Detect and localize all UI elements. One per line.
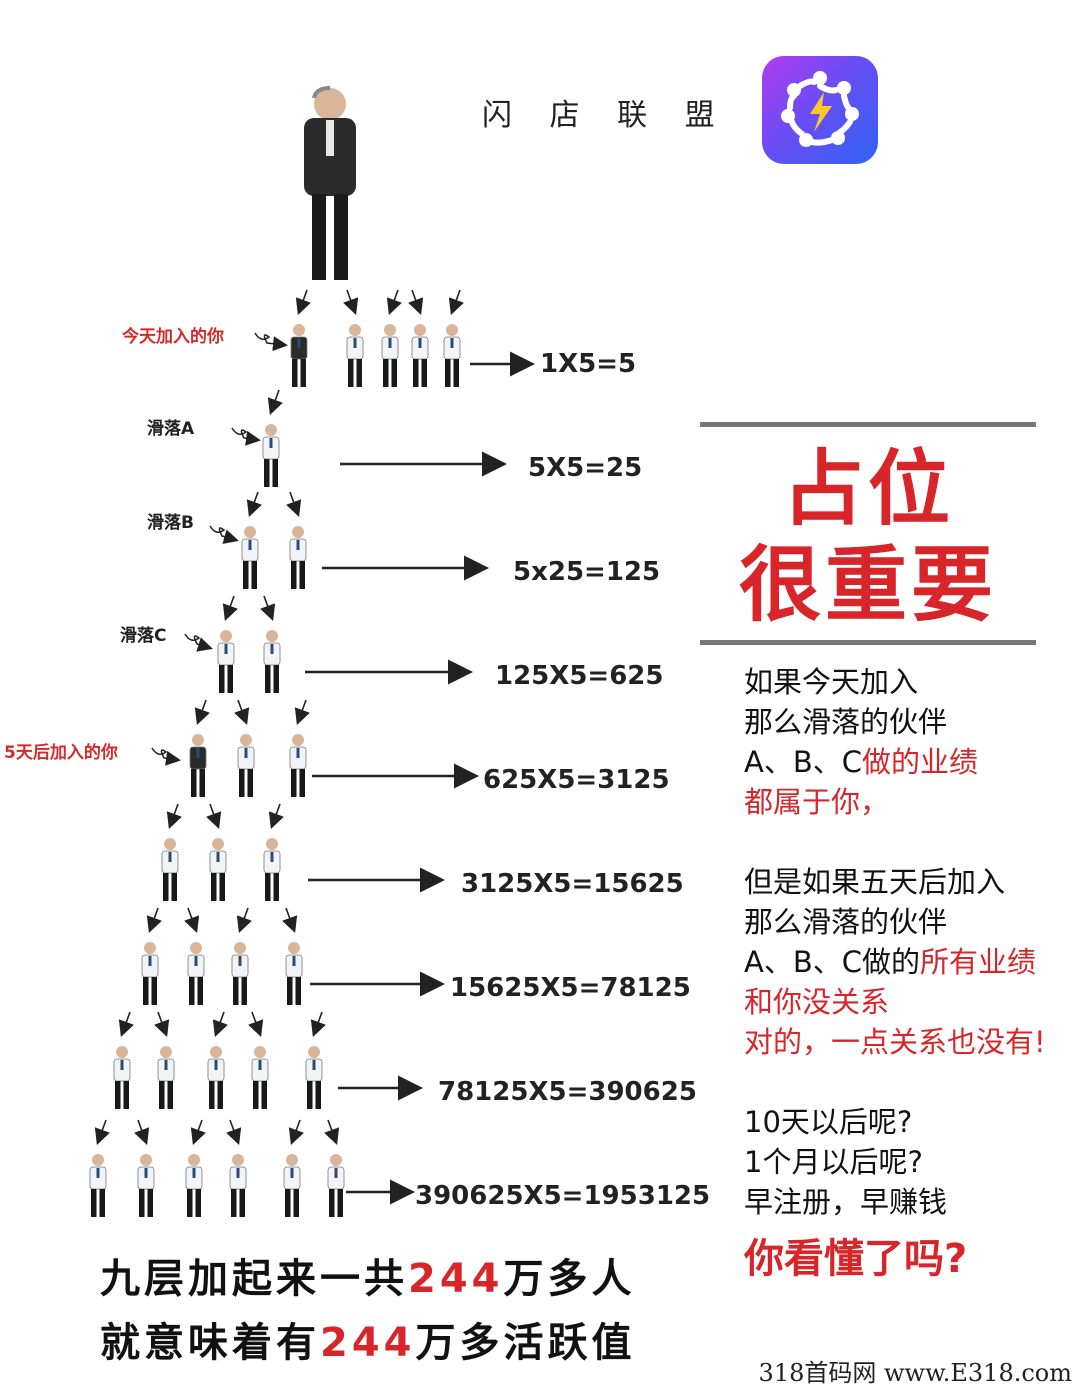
tree-arrow	[448, 289, 464, 316]
member-figure-9-4	[229, 1154, 247, 1217]
level-7-formula: 15625X5=78125	[450, 973, 691, 1003]
referral-tree-diagram	[89, 86, 535, 1217]
tree-arrow	[295, 289, 311, 316]
join-today-label: 今天加入的你	[122, 327, 224, 347]
tree-arrow	[343, 289, 359, 316]
member-figure-3-1	[241, 526, 259, 589]
tree-arrow	[184, 907, 200, 934]
member-figure-1-3	[381, 324, 399, 387]
tree-arrow	[226, 1119, 242, 1146]
level-3-formula: 5x25=125	[513, 557, 661, 587]
member-figure-1-2	[346, 324, 364, 387]
tree-arrow	[310, 1011, 326, 1038]
member-figure-6-3	[263, 838, 281, 901]
member-figure-4-2	[263, 630, 281, 693]
member-figure-6-2	[209, 838, 227, 901]
tree-arrow	[268, 803, 284, 830]
level-1-formula: 1X5=5	[540, 349, 637, 379]
headline-line1: 占位	[781, 442, 954, 537]
tree-arrow	[288, 1119, 304, 1146]
tree-arrow	[134, 1119, 150, 1146]
tree-arrow	[267, 389, 283, 416]
member-figure-9-1	[89, 1154, 107, 1217]
slide-c-label: 滑落C	[120, 626, 167, 646]
level-8-formula: 78125X5=390625	[438, 1077, 697, 1107]
tree-arrow	[146, 907, 162, 934]
leader-figure	[304, 86, 356, 280]
member-figure-5-3	[289, 734, 307, 797]
summary-line-2: 就意味着有244万多活跃值	[100, 1320, 636, 1366]
member-figure-2-1	[262, 424, 280, 487]
tree-arrow	[212, 1011, 228, 1038]
tree-arrow	[166, 803, 182, 830]
member-figure-7-2	[187, 942, 205, 1005]
bottom-divider	[700, 640, 1036, 645]
member-figure-1-1	[290, 324, 308, 387]
label-pointer-1	[254, 332, 288, 352]
tree-arrow	[190, 1119, 206, 1146]
app-title: 闪 店 联 盟	[482, 98, 729, 133]
member-figure-6-1	[161, 838, 179, 901]
member-figure-9-3	[185, 1154, 203, 1217]
tree-arrow	[286, 491, 302, 518]
tree-arrow	[222, 595, 238, 622]
member-figure-9-6	[327, 1154, 345, 1217]
label-pointer-2	[231, 427, 261, 446]
flash-people-logo-icon	[762, 56, 878, 164]
member-figure-7-1	[141, 942, 159, 1005]
member-figure-9-2	[137, 1154, 155, 1217]
member-figure-1-5	[443, 324, 461, 387]
member-figure-5-1	[189, 734, 207, 797]
member-figure-8-3	[207, 1046, 225, 1109]
tree-arrow	[194, 699, 210, 726]
level-4-formula: 125X5=625	[495, 661, 664, 691]
member-figure-7-3	[231, 942, 249, 1005]
label-pointer-3	[209, 525, 239, 544]
join-5days-label: 5天后加入的你	[4, 743, 118, 763]
summary-line-1: 九层加起来一共244万多人	[100, 1256, 636, 1302]
tree-arrow	[236, 907, 252, 934]
tree-arrow	[294, 699, 310, 726]
slide-a-label: 滑落A	[147, 419, 195, 439]
tree-arrow	[154, 1011, 170, 1038]
tree-arrow	[94, 1119, 110, 1146]
tree-arrow	[324, 1119, 340, 1146]
tree-arrow	[118, 1011, 134, 1038]
member-figure-8-5	[305, 1046, 323, 1109]
watermark: 318首码网 www.E318.com	[758, 1359, 1072, 1387]
member-figure-8-4	[251, 1046, 269, 1109]
top-divider	[700, 422, 1036, 427]
label-pointer-5	[151, 747, 181, 766]
paragraph-3: 10天以后呢? 1个月以后呢? 早注册，早赚钱	[744, 1105, 948, 1219]
member-figure-4-1	[217, 630, 235, 693]
headline-line2: 很重要	[738, 538, 997, 633]
tree-arrow	[246, 491, 262, 518]
member-figure-8-1	[113, 1046, 131, 1109]
tree-arrow	[248, 1011, 264, 1038]
level-9-formula: 390625X5=1953125	[415, 1181, 711, 1211]
final-question: 你看懂了吗?	[744, 1236, 968, 1282]
member-figure-7-4	[285, 942, 303, 1005]
level-5-formula: 625X5=3125	[483, 765, 670, 795]
tree-arrow	[260, 595, 276, 622]
member-figure-1-4	[411, 324, 429, 387]
level-2-formula: 5X5=25	[528, 453, 643, 483]
slide-b-label: 滑落B	[147, 513, 194, 533]
member-figure-8-2	[157, 1046, 175, 1109]
label-pointer-4	[184, 633, 213, 652]
tree-arrow	[234, 699, 250, 726]
level-6-formula: 3125X5=15625	[461, 869, 684, 899]
paragraph-2: 但是如果五天后加入 那么滑落的伙伴 A、B、C做的所有业绩 和你没关系 对的，一…	[744, 865, 1046, 1059]
paragraph-1: 如果今天加入 那么滑落的伙伴 A、B、C做的业绩 都属于你，	[744, 665, 978, 819]
member-figure-5-2	[237, 734, 255, 797]
member-figure-3-2	[289, 526, 307, 589]
tree-arrow	[408, 289, 424, 316]
tree-arrow	[282, 907, 298, 934]
tree-arrow	[206, 803, 222, 830]
tree-arrow	[386, 289, 402, 316]
member-figure-9-5	[283, 1154, 301, 1217]
